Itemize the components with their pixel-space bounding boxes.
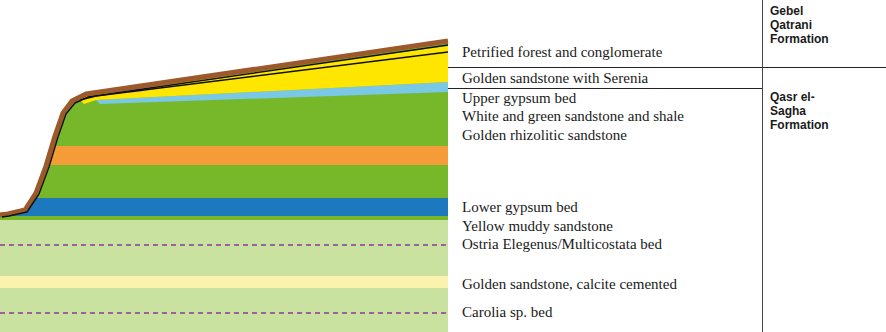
formation-label: Gebel Qatrani Formation: [770, 4, 834, 46]
lower-gypsum: [0, 198, 448, 216]
unit-label: Upper gypsum bed: [462, 90, 576, 107]
carolia-bed-line: [0, 312, 448, 314]
column-divider: [762, 0, 763, 332]
pale-green-sandstone: [0, 212, 448, 332]
rhizolitic-sandstone: [0, 146, 448, 165]
unit-boundary-line: [448, 88, 762, 89]
unit-label: White and green sandstone and shale: [462, 108, 684, 125]
unit-label: Carolia sp. bed: [462, 304, 552, 321]
unit-label: Golden sandstone with Serenia: [462, 70, 648, 87]
unit-label: Yellow muddy sandstone: [462, 218, 613, 235]
unit-label: Petrified forest and conglomerate: [462, 44, 662, 61]
formation-label: Qasr el-Sagha Formation: [770, 90, 834, 132]
unit-label: Golden sandstone, calcite cemented: [462, 276, 677, 293]
calcite-sandstone-band: [0, 276, 448, 288]
formation-boundary-line: [448, 67, 886, 68]
unit-label: Golden rhizolitic sandstone: [462, 127, 627, 144]
unit-label: Lower gypsum bed: [462, 199, 578, 216]
ostria-bed-line: [0, 244, 448, 246]
golden-sandstone-serenia: [78, 46, 448, 104]
cliff-strata: [0, 30, 448, 220]
unit-label: Ostria Elegenus/Multicostata bed: [462, 236, 662, 253]
cliff-outline: [2, 45, 448, 217]
formation-contact: [80, 52, 448, 100]
weathered-surface: [0, 41, 448, 215]
green-sandstone-shale: [0, 30, 448, 220]
